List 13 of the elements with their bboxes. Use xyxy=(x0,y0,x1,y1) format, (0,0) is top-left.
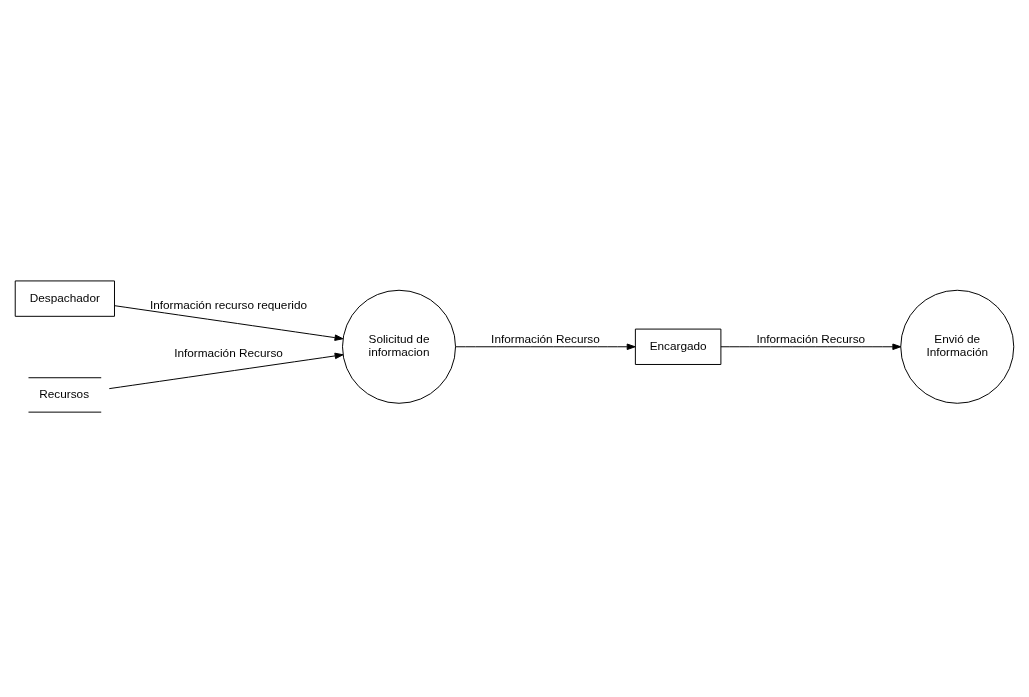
edge-label: Información Recurso xyxy=(491,332,600,346)
arrow xyxy=(114,305,344,341)
node-box: Despachador xyxy=(14,280,115,317)
node-circle: Envió de Información xyxy=(900,289,1015,404)
arrow xyxy=(720,343,902,350)
node-box: Encargado xyxy=(634,328,722,365)
node-circle: Solicitud de informacion xyxy=(342,289,456,404)
arrow xyxy=(455,343,636,350)
arrow xyxy=(108,352,344,390)
edge-label: Información Recurso xyxy=(174,346,283,360)
edge-label: Información Recurso xyxy=(756,332,866,346)
node-text: Recursos xyxy=(39,387,90,401)
edge-label: Información recurso requerido xyxy=(149,298,308,312)
